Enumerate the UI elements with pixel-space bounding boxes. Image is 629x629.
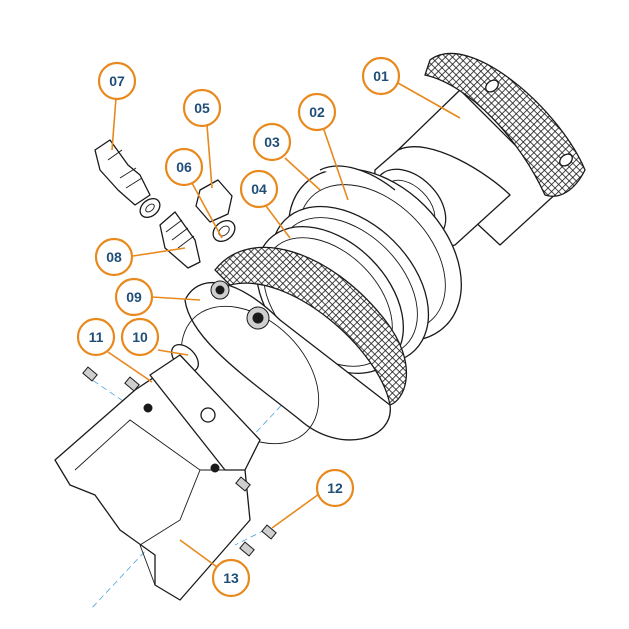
callout-10: 10 [120,317,160,357]
callout-10-label: 10 [132,329,148,345]
callout-02: 02 [297,92,337,132]
callout-06-label: 06 [176,159,192,175]
part-11-set-screw [82,366,140,392]
callout-05-label: 05 [194,100,210,116]
callout-12-label: 12 [327,480,343,496]
part-07-quick-coupling [94,139,151,206]
callout-01-label: 01 [373,68,389,84]
callout-04: 04 [239,169,279,209]
callout-08: 08 [94,237,134,277]
callout-02-label: 02 [309,104,325,120]
callout-12: 12 [315,468,355,508]
callout-09-label: 09 [126,289,142,305]
callout-06: 06 [164,147,204,187]
callout-13-label: 13 [223,570,239,586]
callout-13: 13 [211,558,251,598]
callout-09: 09 [114,277,154,317]
callout-11-label: 11 [89,329,104,345]
callout-03: 03 [252,122,292,162]
part-13-housing [54,354,261,601]
part-08-fitting [159,211,201,269]
part-12-set-screw [235,476,277,557]
leader-lines [107,82,461,568]
callout-03-label: 03 [264,134,280,150]
callout-07: 07 [97,61,137,101]
callout-04-label: 04 [251,181,267,197]
part-01-knurled-cap [373,53,586,248]
callout-07-label: 07 [109,73,125,89]
part-09-knurled-body [180,246,408,445]
callout-05: 05 [182,88,222,128]
callout-01: 01 [361,56,401,96]
callout-11: 11 [76,317,116,357]
callout-08-label: 08 [106,249,122,265]
part-06-washer [139,197,161,219]
part-05-plug [195,179,236,242]
